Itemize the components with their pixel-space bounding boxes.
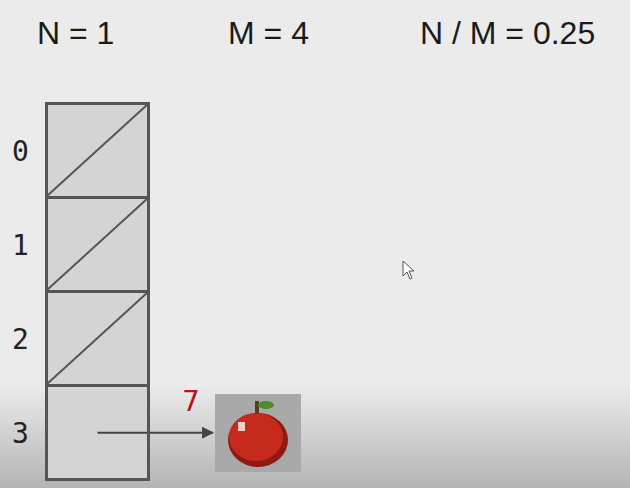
apple-shine [238, 422, 245, 431]
apple-stem [255, 401, 259, 414]
item-node: 7 [215, 394, 301, 472]
bucket-index: 3 [12, 417, 29, 451]
apple-body [229, 413, 283, 461]
null-slash [47, 292, 148, 384]
hash-bucket: 1 [45, 196, 150, 293]
apple-icon [215, 394, 301, 472]
null-slash [47, 198, 148, 290]
bucket-array [46, 103, 149, 480]
bucket-index: 0 [12, 135, 29, 169]
size-label: M = 4 [228, 13, 309, 53]
count-label: N = 1 [37, 13, 114, 53]
apple-shadow [228, 413, 288, 467]
load-factor-label: N / M = 0.25 [420, 13, 595, 53]
apple-leaf [258, 401, 274, 409]
bucket-index: 1 [12, 229, 29, 263]
mouse-cursor [403, 261, 414, 279]
pointer-arrow [98, 432, 214, 434]
apple-frame [215, 394, 301, 472]
hash-bucket: 2 [45, 290, 150, 387]
bucket-fill [46, 103, 149, 480]
null-slash [47, 104, 148, 196]
item-key: 7 [182, 386, 200, 418]
bucket-index: 2 [12, 323, 29, 357]
hash-bucket: 3 [45, 384, 150, 481]
hash-bucket: 0 [45, 102, 150, 199]
